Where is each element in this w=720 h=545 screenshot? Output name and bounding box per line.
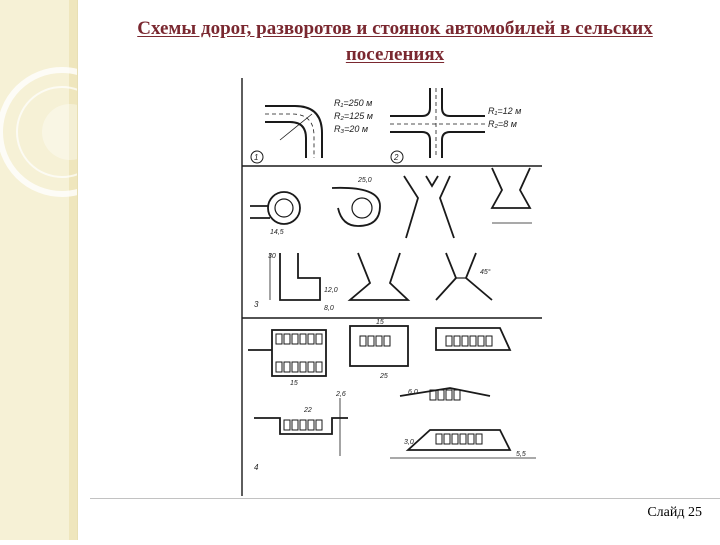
- dim-label: 25,0: [357, 177, 372, 184]
- panel2-radius-2: R₂=8 м: [488, 119, 517, 129]
- dim-label: 3,0: [404, 439, 414, 446]
- panel-number-4: 4: [254, 463, 259, 472]
- slide-number: Слайд 25: [647, 505, 702, 520]
- footer-divider: [90, 498, 720, 499]
- slide-title: Схемы дорог, разворотов и стоянок автомо…: [137, 18, 653, 65]
- dim-label: 14,5: [270, 229, 284, 236]
- panel1-radius-3: R₃=20 м: [334, 124, 368, 134]
- panel1-radius-1: R₁=250 м: [334, 98, 372, 108]
- dim-label: 2,6: [335, 391, 346, 398]
- dim-label: 12,0: [324, 287, 338, 294]
- decorative-circles: [0, 0, 127, 540]
- dim-label: 30: [268, 253, 276, 260]
- panel-number-3: 3: [254, 300, 259, 309]
- dim-label: 6,0: [408, 389, 418, 396]
- dim-label: 5,5: [516, 451, 526, 458]
- dim-label: 25: [379, 373, 388, 380]
- decorative-side-strip: [0, 0, 127, 540]
- road-schemes-figure: R₁=250 м R₂=125 м R₃=20 м R₁=12 м R₂=8 м…: [240, 78, 544, 496]
- dim-label: 22: [303, 407, 312, 414]
- panel-number-1: 1: [254, 153, 258, 162]
- panel1-radius-2: R₂=125 м: [334, 111, 373, 121]
- dim-label: 45°: [480, 268, 491, 276]
- panel2-radius-1: R₁=12 м: [488, 106, 521, 116]
- road-schemes-drawing: R₁=250 м R₂=125 м R₃=20 м R₁=12 м R₂=8 м…: [241, 78, 542, 496]
- dim-label: 15: [290, 380, 298, 387]
- panel-number-2: 2: [393, 153, 399, 162]
- dim-label: 15: [376, 319, 384, 326]
- dim-label: 8,0: [324, 305, 334, 312]
